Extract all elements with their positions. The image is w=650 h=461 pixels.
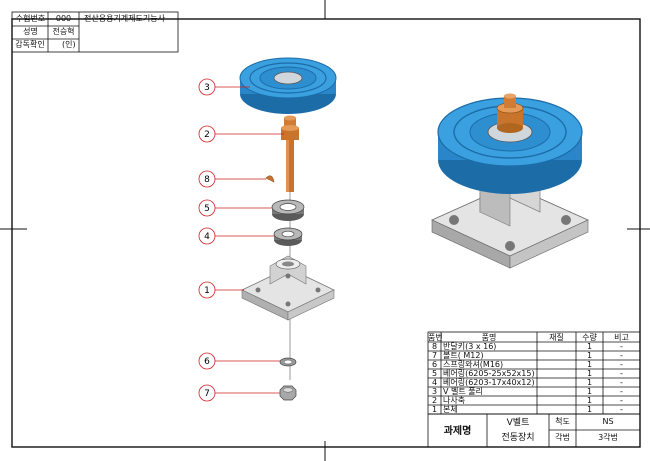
balloon-4: 4 (198, 227, 274, 245)
bom-row-name: 베어링(6203-17x40x12) (443, 378, 535, 387)
bom-row-no: 2 (431, 396, 438, 405)
washer-part (279, 357, 297, 367)
bom-row-qty: 1 (586, 405, 593, 414)
balloon-8-label: 8 (204, 175, 210, 185)
bom-row-qty: 1 (586, 369, 593, 378)
nut-part (279, 385, 297, 401)
inspect-label: 감독확인 (15, 40, 45, 49)
exam-no-label: 수험번호 (15, 14, 46, 23)
bom-row-note: - (620, 405, 623, 414)
project-label: 과제명 (443, 426, 472, 437)
bom-row-no: 4 (431, 378, 438, 387)
bom-row-name: 스프링와셔(M16) (443, 360, 504, 369)
bom-row-qty: 1 (586, 351, 593, 360)
header-block (11, 11, 179, 53)
bom-row-no: 7 (431, 351, 438, 360)
balloon-1-label: 1 (204, 286, 210, 296)
bom-header-qty: 수량 (582, 333, 597, 342)
project-name-line1: V벨트 (506, 418, 530, 428)
bom-row-name: V 벨트 풀리 (443, 387, 483, 396)
project-name-line2: 전동장치 (501, 433, 535, 443)
bom-row-qty: 1 (586, 378, 593, 387)
balloon-3: 3 (198, 78, 250, 96)
bom-row-no: 6 (431, 360, 438, 369)
balloon-1: 1 (198, 281, 244, 299)
balloon-2-label: 2 (204, 130, 210, 140)
inspect-value: (인) (62, 40, 76, 49)
pulley-part (239, 57, 337, 114)
balloon-4-label: 4 (204, 232, 210, 242)
bom-header-name: 품명 (481, 333, 497, 342)
balloon-5-label: 5 (204, 204, 210, 214)
bom-header-note: 비고 (614, 333, 629, 342)
bom-row-no: 8 (431, 342, 438, 351)
balloon-7: 7 (198, 384, 280, 402)
bom-row-no: 1 (431, 405, 438, 414)
bom-row-qty: 1 (586, 360, 593, 369)
balloon-5: 5 (198, 199, 272, 217)
bom-row-name: 본체 (443, 405, 458, 414)
bom-row-name: 베어링(6205-25x52x15) (443, 369, 535, 378)
balloon-3-label: 3 (204, 83, 210, 93)
bom-row-note: - (620, 387, 623, 396)
bearing-5-part (271, 199, 305, 221)
balloon-2: 2 (198, 125, 284, 143)
bom-header-no: 품번 (428, 333, 443, 342)
balloon-6-label: 6 (204, 357, 210, 367)
drawing-border (11, 18, 641, 448)
balloon-8: 8 (198, 170, 266, 188)
bom-row-qty: 1 (586, 387, 593, 396)
bom-row-note: - (620, 351, 623, 360)
bom-row-note: - (620, 369, 623, 378)
bearing-4-part (273, 227, 303, 246)
bom-row-qty: 1 (586, 342, 593, 351)
bom-row-name: 볼트( M12) (443, 351, 484, 360)
bom-row-note: - (620, 378, 623, 387)
key-part (265, 175, 275, 183)
drawing-title: 전산응용기계제도기능사 (84, 14, 165, 23)
bom-row-qty: 1 (586, 396, 593, 405)
bom-table-grid (427, 331, 641, 448)
bom-row-no: 3 (431, 387, 438, 396)
projection-value: 3각법 (598, 433, 618, 442)
bom-row-name: 나사축 (443, 396, 466, 405)
balloon-7-label: 7 (204, 389, 210, 399)
bom-row-no: 5 (431, 369, 438, 378)
body-part (241, 255, 335, 321)
exam-no-value: 000 (55, 14, 72, 23)
shaft-part (281, 115, 299, 192)
name-label: 성명 (23, 27, 38, 36)
name-value: 전승혁 (52, 27, 75, 36)
bom-row-note: - (620, 342, 623, 351)
bom-row-note: - (620, 396, 623, 405)
assembled-view (431, 93, 589, 269)
bom-row-name: 반달키(3 x 16) (443, 342, 497, 351)
projection-label: 각법 (555, 433, 570, 442)
scale-label: 척도 (555, 417, 570, 426)
scale-value: NS (602, 417, 614, 426)
bom-header-material: 재질 (549, 333, 564, 342)
bom-row-note: - (620, 360, 623, 369)
balloon-6: 6 (198, 352, 280, 370)
